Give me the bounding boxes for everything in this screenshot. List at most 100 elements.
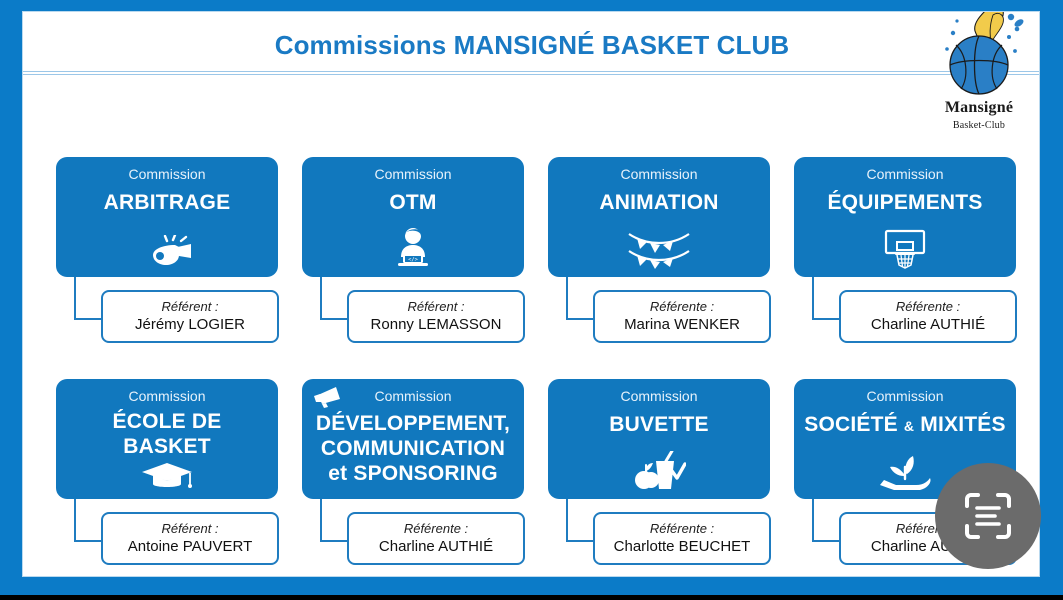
commission-card[interactable]: Commission ARBITRAGE (56, 157, 278, 277)
referent-box[interactable]: Référent : Jérémy LOGIER (101, 290, 279, 343)
commission-card[interactable]: Commission ANIMATION (548, 157, 770, 277)
bunting-flags-icon (548, 229, 770, 269)
referent-name: Marina WENKER (624, 316, 740, 333)
connector-vertical (812, 498, 814, 542)
card-title-pre: SOCIÉTÉ (804, 413, 898, 436)
divider-line-bottom (23, 74, 1039, 75)
basketball-hoop-icon (794, 229, 1016, 269)
commission-card[interactable]: Commission OTM </> (302, 157, 524, 277)
connector-vertical (320, 498, 322, 542)
scorer-laptop-icon: </> (302, 227, 524, 269)
megaphone-icon (312, 385, 346, 414)
commission-otm[interactable]: Commission OTM </> (302, 157, 525, 343)
card-title: DÉVELOPPEMENT, COMMUNICATION et SPONSORI… (302, 411, 524, 486)
connector-horizontal (74, 318, 108, 320)
card-title: ÉQUIPEMENTS (827, 191, 983, 214)
commission-card[interactable]: Commission ÉCOLE DE BASKET (56, 379, 278, 499)
drink-apple-icon (548, 451, 770, 491)
card-title-line2: COMMUNICATION (320, 437, 506, 460)
card-label: Commission (128, 166, 206, 182)
logo-club-name: Mansigné (944, 99, 1014, 116)
referent-role: Référent : (407, 299, 465, 314)
page-title: Commissions MANSIGNÉ BASKET CLUB (274, 30, 790, 60)
connector-vertical (320, 276, 322, 320)
connector-elbow (320, 276, 354, 320)
card-label: Commission (620, 388, 698, 404)
referent-role: Référente : (649, 299, 715, 314)
connector-vertical (566, 498, 568, 542)
connector-horizontal (566, 318, 600, 320)
referent-box[interactable]: Référent : Ronny LEMASSON (347, 290, 525, 343)
document-header: Commissions MANSIGNÉ BASKET CLUB (23, 12, 1039, 84)
bottom-black-bar (0, 595, 1063, 600)
scan-text-fab[interactable] (935, 463, 1041, 569)
connector-elbow (812, 276, 846, 320)
commission-buvette[interactable]: Commission BUVETTE (548, 379, 771, 565)
connector-elbow (74, 498, 108, 542)
card-title: BUVETTE (609, 413, 709, 436)
connector-elbow (566, 276, 600, 320)
connector-vertical (812, 276, 814, 320)
card-title: ANIMATION (599, 191, 719, 214)
connector-elbow (320, 498, 354, 542)
connector-vertical (74, 276, 76, 320)
referent-name: Charlotte BEUCHET (613, 538, 751, 555)
card-title-line2: BASKET (123, 435, 211, 458)
connector-horizontal (320, 318, 354, 320)
referent-role: Référente : (895, 299, 961, 314)
card-title: ÉCOLE DE BASKET (56, 409, 278, 459)
referent-role: Référent : (161, 521, 219, 536)
graduation-cap-icon (56, 461, 278, 491)
connector-horizontal (566, 540, 600, 542)
card-label: Commission (866, 166, 944, 182)
referent-name: Charline AUTHIÉ (870, 316, 986, 333)
commission-ecole-de-basket[interactable]: Commission ÉCOLE DE BASKET (56, 379, 279, 565)
commission-animation[interactable]: Commission ANIMATION (548, 157, 771, 343)
card-label: Commission (374, 166, 452, 182)
connector-vertical (566, 276, 568, 320)
card-label: Commission (866, 388, 944, 404)
basketball-flame-logo-icon (945, 12, 1024, 95)
referent-name: Charline AUTHIÉ (378, 538, 494, 555)
card-title-line3: et SPONSORING (328, 462, 498, 485)
referent-box[interactable]: Référent : Antoine PAUVERT (101, 512, 279, 565)
whistle-icon (56, 235, 278, 269)
card-title-post: MIXITÉS (920, 413, 1006, 436)
commission-arbitrage[interactable]: Commission ARBITRAGE (56, 157, 279, 343)
card-title-ampersand: & (903, 418, 915, 434)
referent-role: Référent : (161, 299, 219, 314)
commission-card[interactable]: Commission ÉQUIPEMENTS (794, 157, 1016, 277)
referent-name: Antoine PAUVERT (127, 538, 253, 555)
card-label: Commission (374, 388, 452, 404)
commission-card[interactable]: Commission BUVETTE (548, 379, 770, 499)
connector-vertical (74, 498, 76, 542)
document-page: Commissions MANSIGNÉ BASKET CLUB (22, 11, 1040, 577)
commission-equipements[interactable]: Commission ÉQUIPEMENTS (794, 157, 1017, 343)
card-title-line1: ÉCOLE DE (112, 410, 222, 433)
title-divider (23, 71, 1039, 76)
commission-developpement-communication-sponsoring[interactable]: Commission DÉVELOPPEMENT, COMMUNICATION … (302, 379, 525, 565)
referent-box[interactable]: Référente : Charline AUTHIÉ (347, 512, 525, 565)
referent-box[interactable]: Référente : Marina WENKER (593, 290, 771, 343)
referent-name: Ronny LEMASSON (370, 316, 502, 333)
connector-elbow (812, 498, 846, 542)
divider-gap (23, 72, 1039, 74)
referent-name: Jérémy LOGIER (134, 316, 246, 333)
scan-text-icon (965, 493, 1011, 539)
connector-horizontal (320, 540, 354, 542)
card-title: ARBITRAGE (103, 191, 231, 214)
connector-horizontal (74, 540, 108, 542)
commission-card[interactable]: Commission DÉVELOPPEMENT, COMMUNICATION … (302, 379, 524, 499)
card-label: Commission (128, 388, 206, 404)
referent-role: Référente : (649, 521, 715, 536)
card-title: SOCIÉTÉ & MIXITÉS (794, 412, 1016, 439)
hand-plant-icon (794, 455, 1016, 491)
connector-elbow (74, 276, 108, 320)
referent-box[interactable]: Référente : Charline AUTHIÉ (839, 290, 1017, 343)
connector-elbow (566, 498, 600, 542)
svg-text:</>: </> (408, 257, 418, 263)
referent-box[interactable]: Référente : Charlotte BEUCHET (593, 512, 771, 565)
divider-line-top (23, 71, 1039, 72)
referent-role: Référente : (403, 521, 469, 536)
